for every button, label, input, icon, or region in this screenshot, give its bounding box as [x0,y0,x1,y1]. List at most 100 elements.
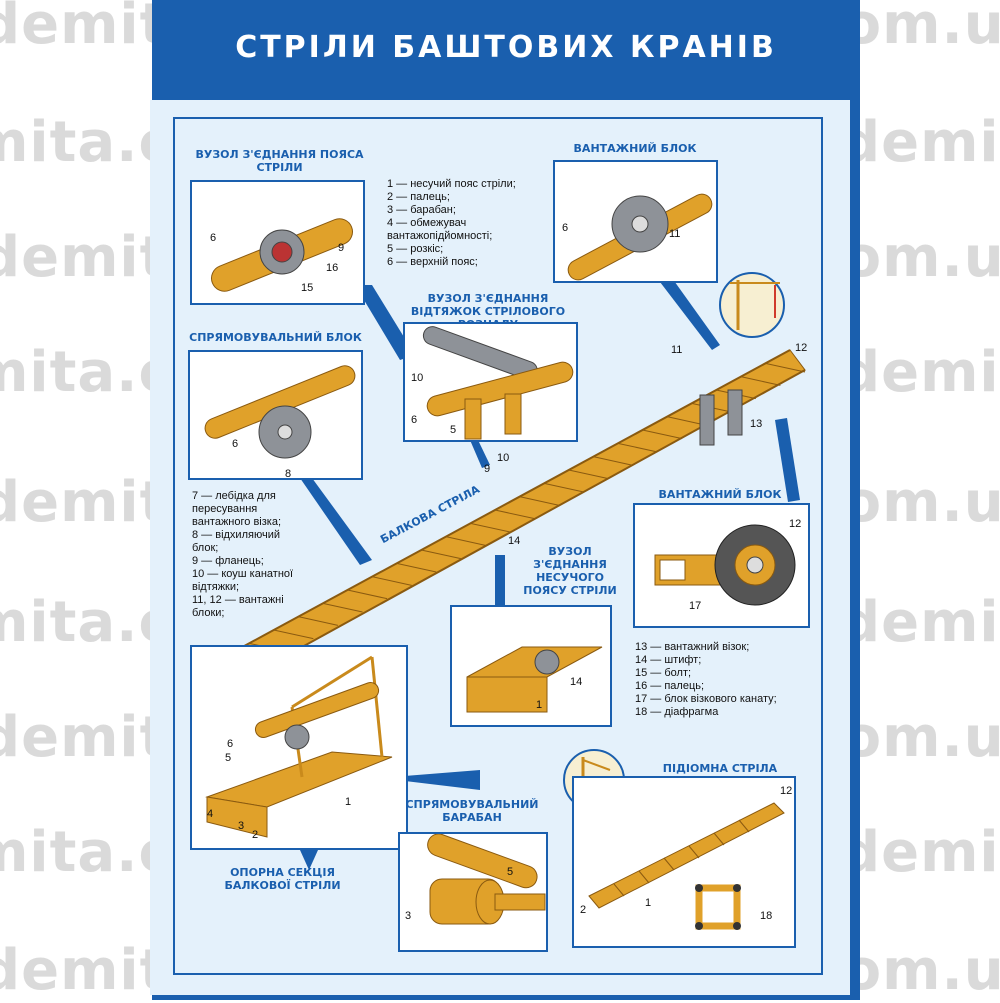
heading-joint-chord: ВУЗОЛ З'ЄДНАННЯ ПОЯСА СТРІЛИ [195,148,364,174]
panel-bearing-joint [450,605,612,727]
callout-number: 12 [789,518,802,530]
watermark: demita.com.ua [840,110,1000,175]
legend-item: 11, 12 — вантажні [192,594,284,606]
legend-item: вантажопідйомності; [387,230,493,242]
legend-item: 18 — діафрагма [635,706,719,718]
truss-diagonal [421,549,461,560]
truss-diagonal [765,362,806,373]
truss-diagonal [544,482,584,493]
truss-diagonal [494,509,535,520]
legend-item: 16 — палець; [635,680,705,692]
truss-diagonal [322,602,363,613]
legend-item: 15 — болт; [635,667,692,679]
callout-number: 12 [795,342,808,354]
truss-diagonal [445,536,486,546]
truss-diagonal [642,429,683,440]
legend-item: 10 — коуш канатної [192,568,294,580]
panel-load-block-top [553,160,718,283]
callout-number: 5 [450,424,457,436]
legend-item: 7 — лебідка для [192,490,276,502]
legend-item: 2 — палець; [387,191,450,203]
callout-pointer [300,478,372,565]
callout-number: 14 [570,676,583,688]
callout-pointer [300,850,318,870]
legend-item: 17 — блок візкового канату; [635,693,777,705]
callout-number: 2 [252,829,259,841]
legend-item: 6 — верхній пояс; [387,256,478,268]
callout-number: 6 [562,222,569,234]
truss-diagonal [617,442,658,453]
legend-item: 13 — вантажний візок; [635,641,750,653]
truss-diagonal [347,589,388,600]
panel-guy-joint [403,322,578,442]
callout-pointer [470,440,490,468]
truss-diagonal [519,496,560,506]
heading-bearing-joint: ВУЗОЛ З'ЄДНАННЯ НЕСУЧОГО ПОЯСУ СТРІЛИ [523,545,617,597]
callout-number: 1 [536,699,543,711]
callout-number: 5 [225,752,232,764]
truss-diagonal [568,469,609,480]
callout-pointer [775,418,800,502]
legend-3: 13 — вантажний візок; 14 — штифт; 15 — б… [635,641,815,719]
callout-number: 12 [780,785,793,797]
panel-guide-block [188,350,363,480]
truss-diagonal [371,576,412,586]
callout-number: 6 [232,438,239,450]
truss-diagonal [273,629,314,640]
callout-number: 5 [507,866,514,878]
heading-load-block-top: ВАНТАЖНИЙ БЛОК [573,142,697,155]
watermark: demita.com.ua [840,820,1000,885]
legend-item: 4 — обмежувач [387,217,467,229]
truss-diagonal [298,616,339,626]
legend-item: 14 — штифт; [635,654,702,666]
page-title: СТРІЛИ БАШТОВИХ КРАНІВ [235,30,777,65]
callout-pointer [380,770,480,790]
callout-number: 6 [227,738,234,750]
callout-number: 6 [411,414,418,426]
callout-number: 1 [645,897,652,909]
truss-diagonal [740,376,781,386]
trolley [699,394,715,446]
boom-truss [199,362,806,680]
panel-joint-chord [190,180,365,305]
callout-number: 8 [285,468,292,480]
legend-item: пересування [192,503,258,515]
legend-item: 8 — відхиляючий [192,529,280,541]
watermark: demita.com.ua [840,340,1000,405]
truss-diagonal [396,562,437,573]
legend-item: 9 — фланець; [192,555,264,567]
panel-guide-drum [398,832,548,952]
callout-pointer [355,285,415,360]
truss-diagonal [470,522,511,533]
callout-number: 11 [669,228,681,240]
poster-frame [173,117,823,975]
heading-luffing-boom: ПІДІОМНА СТРІЛА [662,762,778,775]
legend-1: 1 — несучий пояс стріли; 2 — палець; 3 —… [387,178,537,269]
callout-number: 11 [671,344,683,356]
callout-number: 10 [411,372,424,384]
callout-number: 6 [210,232,217,244]
callout-number: 3 [405,910,412,922]
legend-2: 7 — лебідка для пересування вантажного в… [192,490,322,620]
crane-thumbnail-icon [719,272,785,338]
callout-number: 4 [207,808,214,820]
callout-number: 10 [497,452,510,464]
callout-number: 15 [301,282,314,294]
callout-number: 1 [345,796,352,808]
heading-guide-drum: СПРЯМОВУВАЛЬНИЙ БАРАБАН [405,798,539,824]
callout-number: 3 [238,820,245,832]
heading-support-section: ОПОРНА СЕКЦІЯ БАЛКОВОЇ СТРІЛИ [224,866,341,892]
legend-item: відтяжки; [192,581,240,593]
watermark: demita.com.ua [840,590,1000,655]
legend-item: 1 — несучий пояс стріли; [387,178,516,190]
callout-number: 13 [750,418,763,430]
heading-guide-block: СПРЯМОВУВАЛЬНИЙ БЛОК [189,331,362,344]
callout-number: 9 [484,463,491,475]
panel-load-block-right [633,503,810,628]
callout-pointer [660,278,720,350]
legend-item: 3 — барабан; [387,204,456,216]
legend-item: блоки; [192,607,225,619]
heading-load-block-right: ВАНТАЖНИЙ БЛОК [658,488,782,501]
callout-number: 9 [338,242,345,254]
callout-number: 17 [689,600,702,612]
